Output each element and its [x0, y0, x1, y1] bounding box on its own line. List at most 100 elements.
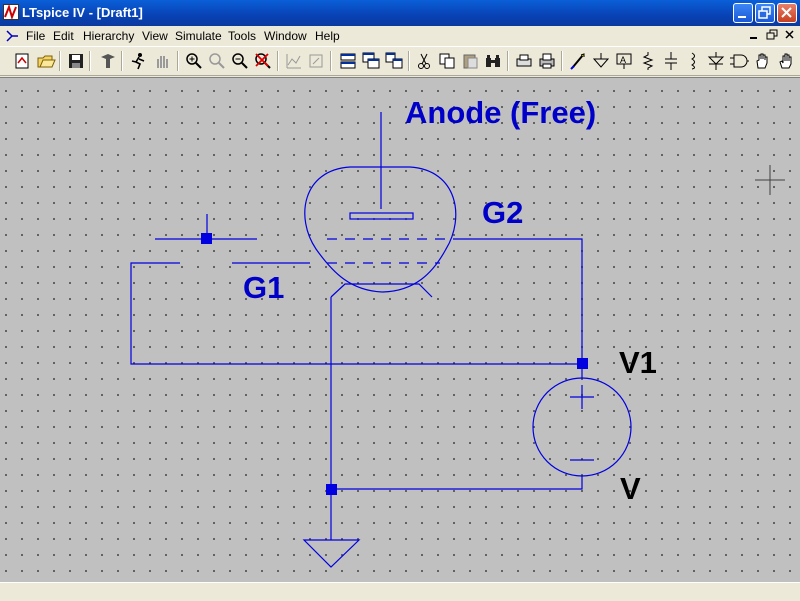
open-button[interactable]: [36, 51, 56, 71]
resistor-icon: [642, 52, 654, 70]
fit-icon: [309, 54, 323, 68]
component-icon: [730, 54, 749, 68]
autorange-button[interactable]: [284, 51, 304, 71]
move-button[interactable]: [752, 51, 772, 71]
cascade-icon: [362, 52, 380, 69]
label-v[interactable]: V: [620, 471, 641, 506]
move-icon: [756, 53, 768, 69]
print-icon: [539, 53, 555, 69]
cathode: [330, 283, 433, 298]
halt-button[interactable]: [152, 51, 172, 71]
find-icon: [486, 55, 500, 67]
wire-ground-bus: [331, 476, 583, 490]
menu-bar: File Edit Hierarchy View Simulate Tools …: [0, 26, 800, 46]
ltspice-logo-icon[interactable]: [3, 4, 19, 20]
label-net-button[interactable]: A: [614, 51, 634, 71]
run-icon: [131, 53, 145, 70]
drag-icon: [779, 53, 792, 69]
menu-file[interactable]: File: [26, 29, 46, 43]
control-panel-icon: [101, 54, 115, 68]
cut-button[interactable]: [414, 51, 434, 71]
diode-icon: [707, 52, 725, 70]
schematic-menu-icon[interactable]: [4, 28, 20, 44]
zoom-in-button[interactable]: [184, 51, 204, 71]
menu-window[interactable]: Window: [264, 29, 307, 43]
minimize-icon: [738, 16, 746, 18]
component-button[interactable]: [729, 51, 749, 71]
capacitor-icon: [665, 52, 677, 70]
inductor-icon: [691, 52, 695, 70]
schematic-icon: [15, 53, 29, 69]
menu-simulate[interactable]: Simulate: [175, 29, 222, 43]
zoom-cancel-button[interactable]: [253, 51, 273, 71]
menu-edit[interactable]: Edit: [53, 29, 74, 43]
status-bar: [0, 582, 800, 601]
autorange-icon: [286, 54, 301, 69]
cut-icon: [418, 53, 430, 69]
svg-text:A: A: [620, 55, 626, 65]
ground-button[interactable]: [591, 51, 611, 71]
menu-tools[interactable]: Tools: [228, 29, 257, 43]
menu-view[interactable]: View: [142, 29, 168, 43]
paste-button[interactable]: [460, 51, 480, 71]
zoom-in-icon: [186, 53, 202, 69]
find-button[interactable]: [483, 51, 503, 71]
save-button[interactable]: [66, 51, 86, 71]
title-bar: LTspice IV - [Draft1]: [0, 0, 800, 26]
tile-horizontal-button[interactable]: [338, 51, 358, 71]
doc-close-icon[interactable]: [782, 28, 798, 42]
label-g2[interactable]: G2: [482, 195, 524, 230]
run-button[interactable]: [128, 51, 148, 71]
tube-envelope: [304, 166, 457, 293]
schematic-canvas[interactable]: Anode (Free) G2 G1 V1 V: [0, 77, 800, 582]
tile-vertical-icon: [385, 52, 403, 69]
maximize-icon: [758, 6, 771, 19]
open-icon: [37, 55, 56, 68]
minimize-button[interactable]: [733, 3, 753, 23]
toolbar: A: [0, 46, 800, 76]
print-setup-icon: [516, 54, 532, 67]
anode-plate: [349, 212, 414, 220]
label-icon: A: [616, 53, 632, 69]
copy-button[interactable]: [437, 51, 457, 71]
maximize-button[interactable]: [755, 3, 775, 23]
cascade-button[interactable]: [361, 51, 381, 71]
zoom-out-button[interactable]: [230, 51, 250, 71]
label-anode[interactable]: Anode (Free): [405, 95, 597, 130]
paste-icon: [463, 54, 478, 69]
junction-g1: [201, 233, 212, 244]
wire-g2: [457, 238, 583, 364]
crosshair-cursor: [755, 165, 785, 195]
tile-vertical-button[interactable]: [384, 51, 404, 71]
print-setup-button[interactable]: [514, 51, 534, 71]
doc-restore-icon[interactable]: [764, 28, 780, 42]
schematic-drawing: [130, 112, 785, 568]
junction-ground: [326, 484, 337, 495]
label-v1[interactable]: V1: [619, 345, 657, 380]
doc-minimize-icon[interactable]: [746, 28, 762, 42]
menu-hierarchy[interactable]: Hierarchy: [83, 29, 135, 43]
diode-button[interactable]: [706, 51, 726, 71]
ground-symbol: [302, 539, 361, 568]
drag-button[interactable]: [776, 51, 796, 71]
halt-icon: [157, 56, 168, 68]
wire-button[interactable]: [568, 51, 588, 71]
close-button[interactable]: [777, 3, 797, 23]
new-schematic-button[interactable]: [12, 51, 32, 71]
zoom-pan-button[interactable]: [207, 51, 227, 71]
fit-button[interactable]: [306, 51, 326, 71]
capacitor-button[interactable]: [661, 51, 681, 71]
print-button[interactable]: [537, 51, 557, 71]
zoom-pan-icon: [209, 53, 225, 69]
menu-help[interactable]: Help: [315, 29, 340, 43]
zoom-out-icon: [232, 53, 248, 69]
control-panel-button[interactable]: [98, 51, 118, 71]
tile-horizontal-icon: [340, 53, 356, 69]
inductor-button[interactable]: [683, 51, 703, 71]
wire-g1-loop: [130, 262, 582, 365]
label-g1[interactable]: G1: [243, 270, 285, 305]
copy-icon: [439, 53, 455, 69]
ground-icon: [592, 53, 610, 68]
source-plus: [570, 385, 594, 409]
resistor-button[interactable]: [638, 51, 658, 71]
